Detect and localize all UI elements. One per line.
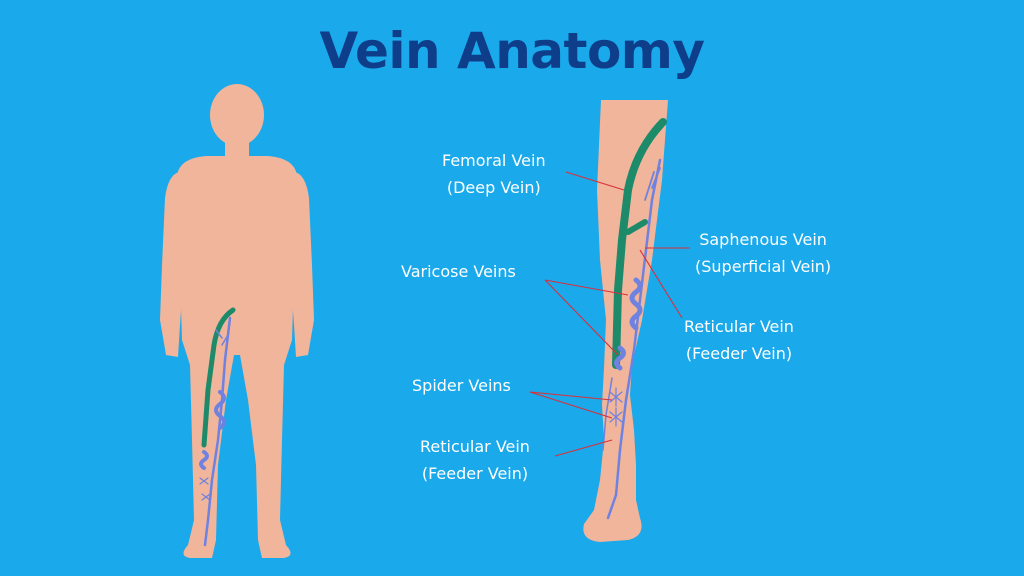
label-saphenous-vein-type: (Superficial Vein) bbox=[695, 257, 832, 276]
label-reticular-vein-right: Reticular Vein (Feeder Vein) bbox=[684, 313, 794, 367]
label-femoral-vein-type: (Deep Vein) bbox=[446, 178, 541, 197]
label-reticular-vein-lower-type: (Feeder Vein) bbox=[421, 464, 529, 483]
label-femoral-vein: Femoral Vein (Deep Vein) bbox=[442, 147, 546, 201]
label-reticular-vein-right-type: (Feeder Vein) bbox=[685, 344, 793, 363]
label-reticular-vein-right-name: Reticular Vein bbox=[684, 317, 794, 336]
human-body-figure bbox=[160, 84, 314, 558]
label-femoral-vein-name: Femoral Vein bbox=[442, 151, 546, 170]
label-saphenous-vein-name: Saphenous Vein bbox=[699, 230, 827, 249]
leg-detail-figure bbox=[583, 100, 668, 542]
page-title: Vein Anatomy bbox=[319, 22, 706, 80]
label-reticular-vein-lower: Reticular Vein (Feeder Vein) bbox=[420, 433, 530, 487]
label-spider-veins-name: Spider Veins bbox=[412, 376, 511, 395]
leader-lines bbox=[529, 171, 690, 457]
label-varicose-veins: Varicose Veins bbox=[401, 258, 516, 285]
label-reticular-vein-lower-name: Reticular Vein bbox=[420, 437, 530, 456]
label-varicose-veins-name: Varicose Veins bbox=[401, 262, 516, 281]
label-saphenous-vein: Saphenous Vein (Superficial Vein) bbox=[695, 226, 831, 280]
label-spider-veins: Spider Veins bbox=[412, 372, 511, 399]
